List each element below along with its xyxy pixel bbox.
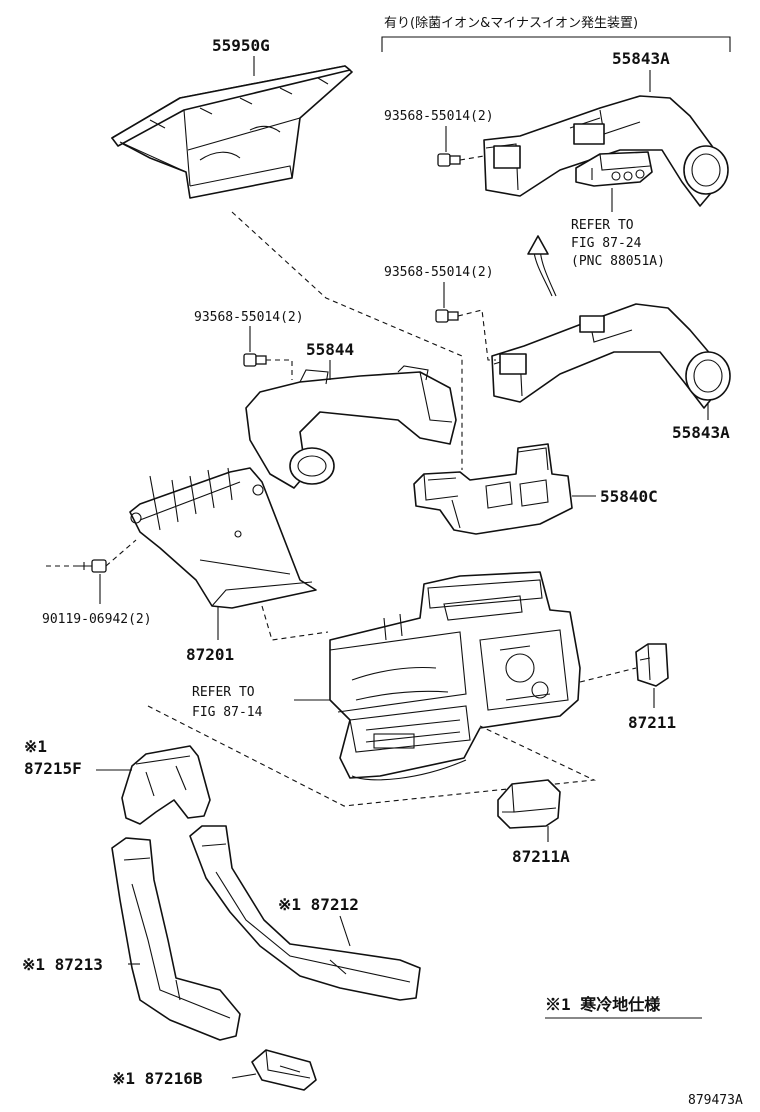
ion-generator-note: 有り(除菌イオン&マイナスイオン発生装置) [381,16,731,52]
label-87211: 87211 [628,713,676,732]
part-87211a[interactable] [497,779,561,829]
part-87215f[interactable] [121,745,211,825]
bolt-icon[interactable] [437,153,461,167]
part-87212[interactable] [189,825,421,1001]
refer-87-14-line2: FIG 87-14 [192,705,263,720]
part-55950g[interactable] [111,65,353,199]
bolt-icon[interactable] [435,309,459,323]
figure-code: 879473A [688,1093,743,1108]
label-bolt-mid-left: 93568-55014(2) [194,310,304,325]
label-55843a-top: 55843A [612,49,670,68]
bolt-icon[interactable] [243,353,267,367]
label-87212: ※1 87212 [278,895,359,914]
label-87211a: 87211A [512,847,570,866]
part-55840c[interactable] [413,443,573,535]
mark-87215f: ※1 [24,737,47,756]
label-bolt-top: 93568-55014(2) [384,109,494,124]
refer-87-24-line2: FIG 87-24 [571,236,642,251]
part-55843a-top[interactable] [483,95,729,207]
part-87216b[interactable] [251,1049,317,1091]
refer-87-24-line1: REFER TO [571,218,634,233]
part-87211[interactable] [635,643,669,687]
label-55840c: 55840C [600,487,658,506]
refer-87-14-line1: REFER TO [192,685,255,700]
label-55844: 55844 [306,340,354,359]
label-87201: 87201 [186,645,234,664]
label-55950g: 55950G [212,36,270,55]
part-55844[interactable] [245,365,457,489]
arrow-up-icon [527,235,557,297]
part-55843a-bottom[interactable] [491,303,731,409]
label-87213: ※1 87213 [22,955,103,974]
label-bolt-mid-right: 93568-55014(2) [384,265,494,280]
part-87213[interactable] [111,837,241,1041]
part-87201[interactable] [129,467,317,609]
refer-87-24-line3: (PNC 88051A) [571,254,665,269]
label-55843a-bottom: 55843A [672,423,730,442]
ion-generator-note-text: 有り(除菌イオン&マイナスイオン発生装置) [384,16,638,31]
label-87216b: ※1 87216B [112,1069,203,1088]
label-screw: 90119-06942(2) [42,612,152,627]
ion-generator-module[interactable] [575,151,653,187]
cold-region-legend: ※1 寒冷地仕様 [545,995,661,1014]
heater-unit-assembly[interactable] [329,571,581,781]
label-87215f: 87215F [24,759,82,778]
